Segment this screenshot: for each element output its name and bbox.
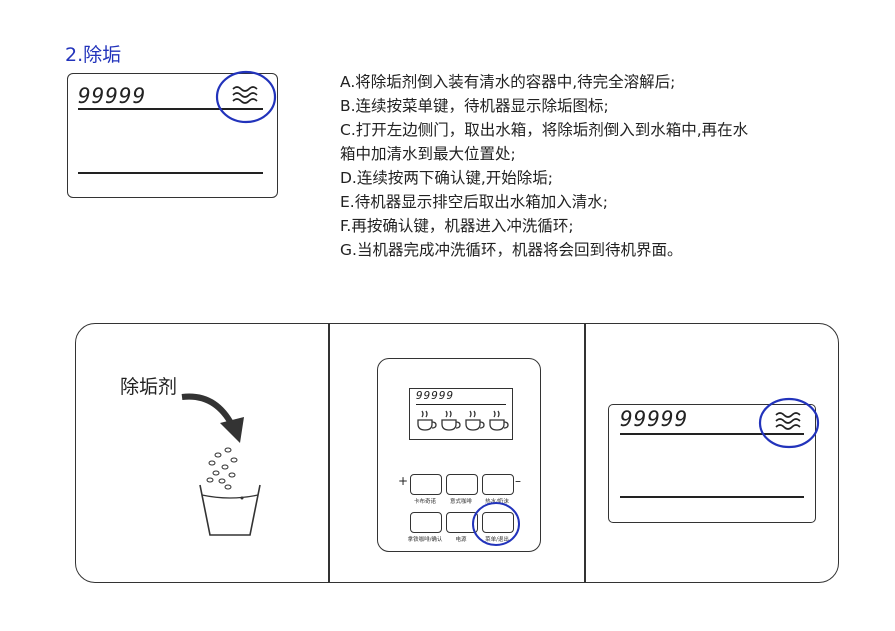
panel-cup-icons bbox=[417, 410, 509, 431]
step-b: B.连续按菜单键，待机器显示除垢图标; bbox=[340, 97, 609, 115]
descale-wave-icon bbox=[215, 70, 277, 124]
step-c-cont: 箱中加清水到最大位置处; bbox=[340, 145, 516, 163]
step-f: F.再按确认键，机器进入冲洗循环; bbox=[340, 217, 574, 235]
power-button[interactable] bbox=[446, 512, 478, 533]
espresso-button[interactable] bbox=[446, 474, 478, 495]
cappuccino-button[interactable] bbox=[410, 474, 442, 495]
coffee-cup-icon bbox=[465, 410, 485, 431]
panel-counter: 99999 bbox=[416, 389, 455, 402]
descale-wave-icon bbox=[758, 397, 820, 449]
step-g: G.当机器完成冲洗循环，机器将会回到待机界面。 bbox=[340, 241, 683, 259]
latte-confirm-button[interactable] bbox=[410, 512, 442, 533]
panel-display bbox=[409, 388, 513, 440]
descale-display-bottom-line bbox=[620, 496, 804, 498]
menu-exit-label: 菜单/退出 bbox=[485, 537, 509, 543]
cup-icon bbox=[199, 484, 261, 536]
step-c: C.打开左边侧门，取出水箱，将除垢剂倒入到水箱中,再在水 bbox=[340, 121, 749, 139]
display-counter: 99999 bbox=[78, 84, 147, 108]
latte-confirm-label: 拿铁咖啡/确认 bbox=[407, 537, 443, 543]
descale-display-top-line bbox=[620, 433, 804, 435]
instruction-steps: A.将除垢剂倒入装有清水的容器中,待完全溶解后; B.连续按菜单键，待机器显示除… bbox=[340, 70, 880, 262]
coffee-cup-icon bbox=[441, 410, 461, 431]
descale-display bbox=[608, 404, 816, 523]
descaler-label: 除垢剂 bbox=[120, 376, 178, 398]
panel-divider-2 bbox=[584, 323, 586, 582]
hot-water-label: 热水/奶沫 bbox=[485, 499, 509, 505]
coffee-cup-icon bbox=[489, 410, 509, 431]
section-title: 2.除垢 bbox=[65, 44, 122, 66]
cappuccino-label: 卡布奇诺 bbox=[413, 499, 436, 505]
step-e: E.待机器显示排空后取出水箱加入清水; bbox=[340, 193, 608, 211]
descaler-pour-illustration bbox=[181, 393, 261, 536]
panel-display-line bbox=[416, 404, 506, 406]
step-a: A.将除垢剂倒入装有清水的容器中,待完全溶解后; bbox=[340, 73, 676, 91]
descale-display-counter: 99999 bbox=[620, 407, 689, 431]
menu-exit-button[interactable] bbox=[482, 512, 514, 533]
menu-button-highlight bbox=[472, 502, 520, 546]
display-diagram bbox=[67, 73, 278, 198]
display-bottom-line bbox=[78, 172, 263, 174]
display-top-line bbox=[78, 108, 263, 110]
arrow-icon bbox=[220, 417, 244, 443]
coffee-cup-icon bbox=[417, 410, 437, 431]
step-d: D.连续按两下确认键,开始除垢; bbox=[340, 169, 554, 187]
plus-sign: + bbox=[398, 474, 409, 488]
panel-divider-1 bbox=[328, 323, 330, 582]
minus-sign: – bbox=[515, 474, 521, 488]
hot-water-button[interactable] bbox=[482, 474, 514, 495]
power-label: 电源 bbox=[455, 537, 467, 543]
espresso-label: 意式咖啡 bbox=[449, 499, 472, 505]
